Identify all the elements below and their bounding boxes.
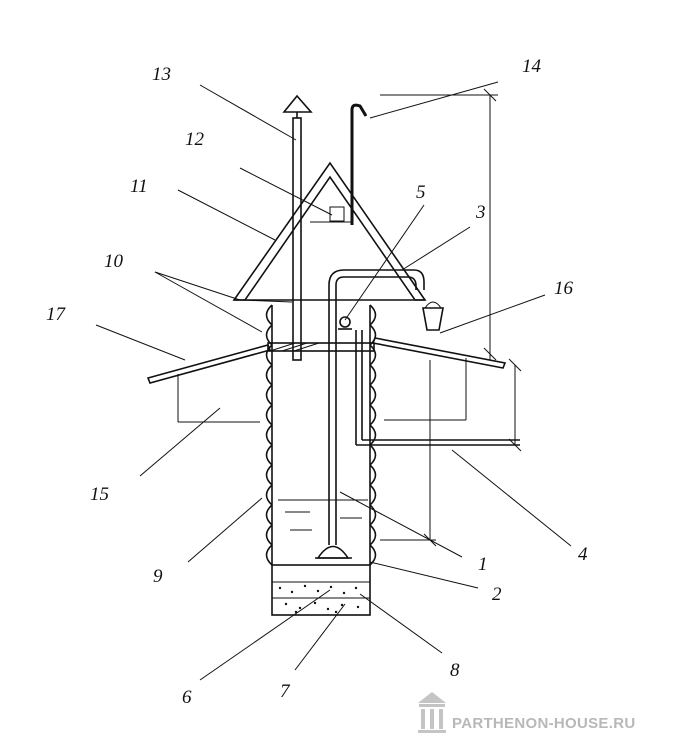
pump bbox=[315, 545, 352, 559]
callout-labels: 13 12 11 10 5 3 14 16 17 15 9 1 2 4 8 7 … bbox=[46, 56, 588, 708]
label-14: 14 bbox=[522, 56, 542, 77]
gravel-dot bbox=[354, 586, 358, 590]
gravel-dot bbox=[298, 606, 302, 610]
label-15: 15 bbox=[90, 484, 109, 505]
pipes bbox=[328, 269, 520, 545]
label-3: 3 bbox=[475, 202, 486, 223]
label-17: 17 bbox=[46, 304, 67, 325]
label-10: 10 bbox=[104, 251, 124, 272]
gravel-dot bbox=[313, 601, 317, 605]
label-7: 7 bbox=[280, 681, 291, 702]
gravel-dot bbox=[334, 610, 338, 614]
filter-bottom bbox=[271, 564, 371, 616]
label-2: 2 bbox=[492, 584, 502, 605]
dimension-lines bbox=[380, 88, 522, 547]
temple-columns-icon bbox=[418, 692, 446, 733]
cable bbox=[350, 103, 368, 225]
leader-lines bbox=[95, 81, 572, 681]
vent-pipe bbox=[282, 94, 313, 361]
gravel-dot bbox=[329, 585, 333, 589]
well-lid bbox=[267, 342, 375, 352]
label-1: 1 bbox=[478, 554, 488, 575]
label-8: 8 bbox=[450, 660, 460, 681]
bucket bbox=[422, 301, 444, 331]
label-9: 9 bbox=[153, 566, 163, 587]
label-6: 6 bbox=[182, 687, 192, 708]
water bbox=[278, 499, 368, 531]
label-11: 11 bbox=[130, 176, 148, 197]
gravel-dot bbox=[303, 584, 307, 588]
gravel-dot bbox=[340, 603, 344, 607]
label-13: 13 bbox=[152, 64, 171, 85]
watermark: PARTHENON-HOUSE.RU bbox=[418, 692, 635, 733]
gravel-dot bbox=[356, 605, 360, 609]
label-5: 5 bbox=[416, 182, 426, 203]
side-shelves bbox=[146, 337, 507, 423]
label-16: 16 bbox=[554, 278, 574, 299]
gravel-dot bbox=[326, 607, 330, 611]
label-12: 12 bbox=[185, 129, 205, 150]
gravel-dot bbox=[316, 589, 320, 593]
vent-hatch bbox=[329, 206, 345, 222]
label-4: 4 bbox=[578, 544, 588, 565]
gravel-dot bbox=[342, 591, 346, 595]
watermark-text: PARTHENON-HOUSE.RU bbox=[452, 715, 635, 732]
log-scallops bbox=[369, 304, 377, 566]
gravel-dot bbox=[278, 586, 282, 590]
gravel-dot bbox=[284, 602, 288, 606]
log-scallops bbox=[265, 304, 273, 566]
log-walls bbox=[265, 304, 377, 566]
gravel-dot bbox=[290, 590, 294, 594]
